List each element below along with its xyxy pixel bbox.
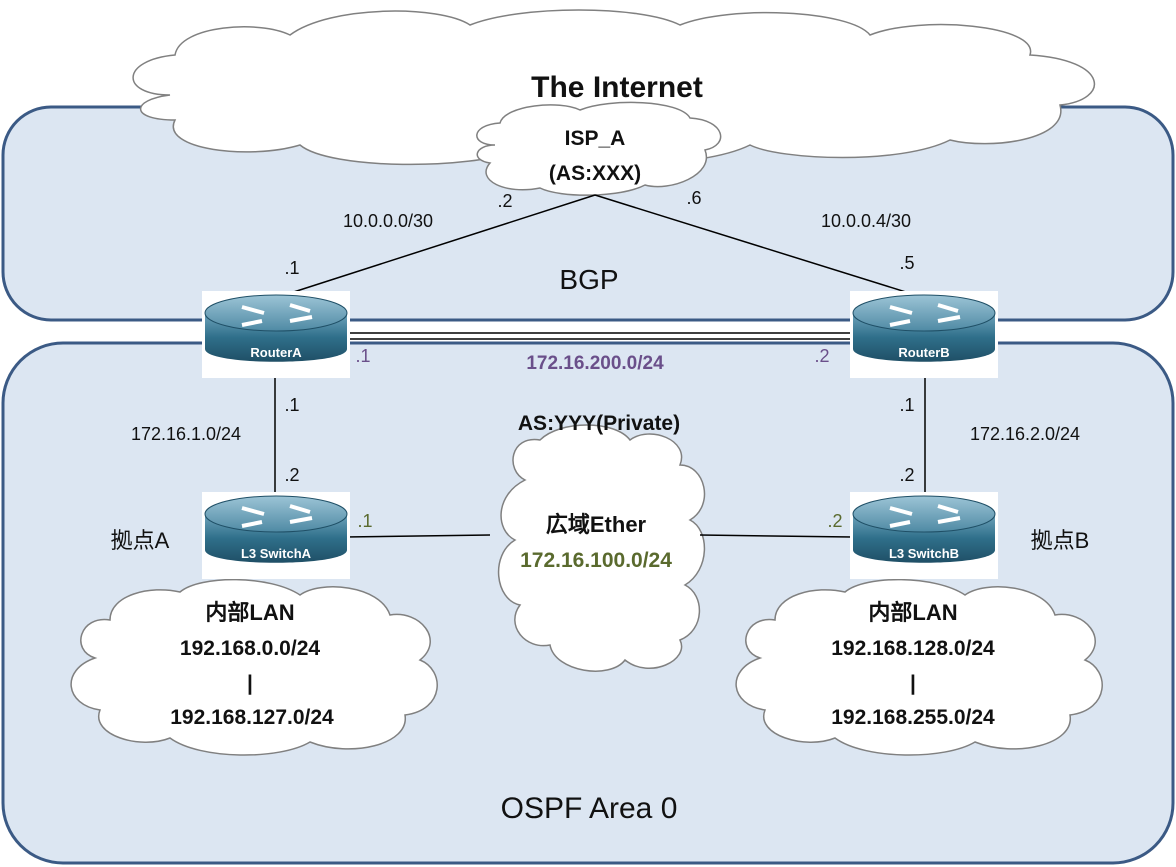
link-isp-b-router-end: .5 <box>899 253 914 273</box>
link-isp-router-b <box>594 194 926 299</box>
switch-b-label: L3 SwitchB <box>889 546 959 561</box>
wan-cloud <box>498 424 706 672</box>
lan-b-title: 内部LAN <box>868 600 957 625</box>
lan-b-cloud <box>735 578 1103 756</box>
link-switch-a-wan <box>344 534 491 538</box>
link-isp-a-router-end: .1 <box>284 258 299 278</box>
switch-a-label: L3 SwitchA <box>241 546 312 561</box>
lan-a-start: 192.168.0.0/24 <box>180 637 320 660</box>
link-isp-b-isp-end: .6 <box>686 188 701 208</box>
backbone-b-end: .2 <box>814 346 829 366</box>
link-switch-b-wan <box>699 534 853 538</box>
link-sa-wan-switch-end: .1 <box>357 511 372 531</box>
link-isp-router-a <box>274 194 596 299</box>
router-a-icon[interactable]: RouterA <box>202 291 350 378</box>
ospf-label: OSPF Area 0 <box>501 792 678 825</box>
site-b-label: 拠点B <box>1031 528 1090 553</box>
lan-a-sep: | <box>247 672 253 695</box>
link-rb-sb-switch-end: .2 <box>899 465 914 485</box>
backbone-subnet: 172.16.200.0/24 <box>526 353 664 374</box>
isp-as: (AS:XXX) <box>549 162 641 185</box>
internet-title: The Internet <box>531 71 703 104</box>
link-ra-sa-subnet: 172.16.1.0/24 <box>131 424 241 444</box>
link-ra-sa-router-end: .1 <box>284 395 299 415</box>
links <box>274 194 926 538</box>
wan-as-label: AS:YYY(Private) <box>518 412 680 435</box>
lan-b-sep: | <box>910 672 916 695</box>
link-isp-a-isp-end: .2 <box>497 191 512 211</box>
link-sb-wan-switch-end: .2 <box>827 511 842 531</box>
lan-b-start: 192.168.128.0/24 <box>831 637 995 660</box>
wan-title: 広域Ether <box>546 512 647 537</box>
backbone-a-end: .1 <box>355 346 370 366</box>
switch-a-icon[interactable]: L3 SwitchA <box>202 492 350 579</box>
isp-cloud <box>476 101 722 196</box>
internet-cloud <box>132 9 1096 166</box>
isp-name: ISP_A <box>565 127 626 150</box>
wan-subnet: 172.16.100.0/24 <box>520 549 672 572</box>
switch-b-icon[interactable]: L3 SwitchB <box>850 492 998 579</box>
router-b-label: RouterB <box>898 345 949 360</box>
lan-a-cloud <box>70 578 438 756</box>
router-b-icon[interactable]: RouterB <box>850 291 998 378</box>
lan-b-end: 192.168.255.0/24 <box>831 706 995 729</box>
link-rb-sb-router-end: .1 <box>899 395 914 415</box>
router-a-label: RouterA <box>250 345 302 360</box>
site-a-label: 拠点A <box>111 528 170 553</box>
bgp-label: BGP <box>559 264 618 295</box>
link-isp-b-subnet: 10.0.0.4/30 <box>821 211 911 231</box>
lan-a-title: 内部LAN <box>205 600 294 625</box>
link-rb-sb-subnet: 172.16.2.0/24 <box>970 424 1080 444</box>
link-isp-a-subnet: 10.0.0.0/30 <box>343 211 433 231</box>
lan-a-end: 192.168.127.0/24 <box>170 706 334 729</box>
link-ra-sa-switch-end: .2 <box>284 465 299 485</box>
